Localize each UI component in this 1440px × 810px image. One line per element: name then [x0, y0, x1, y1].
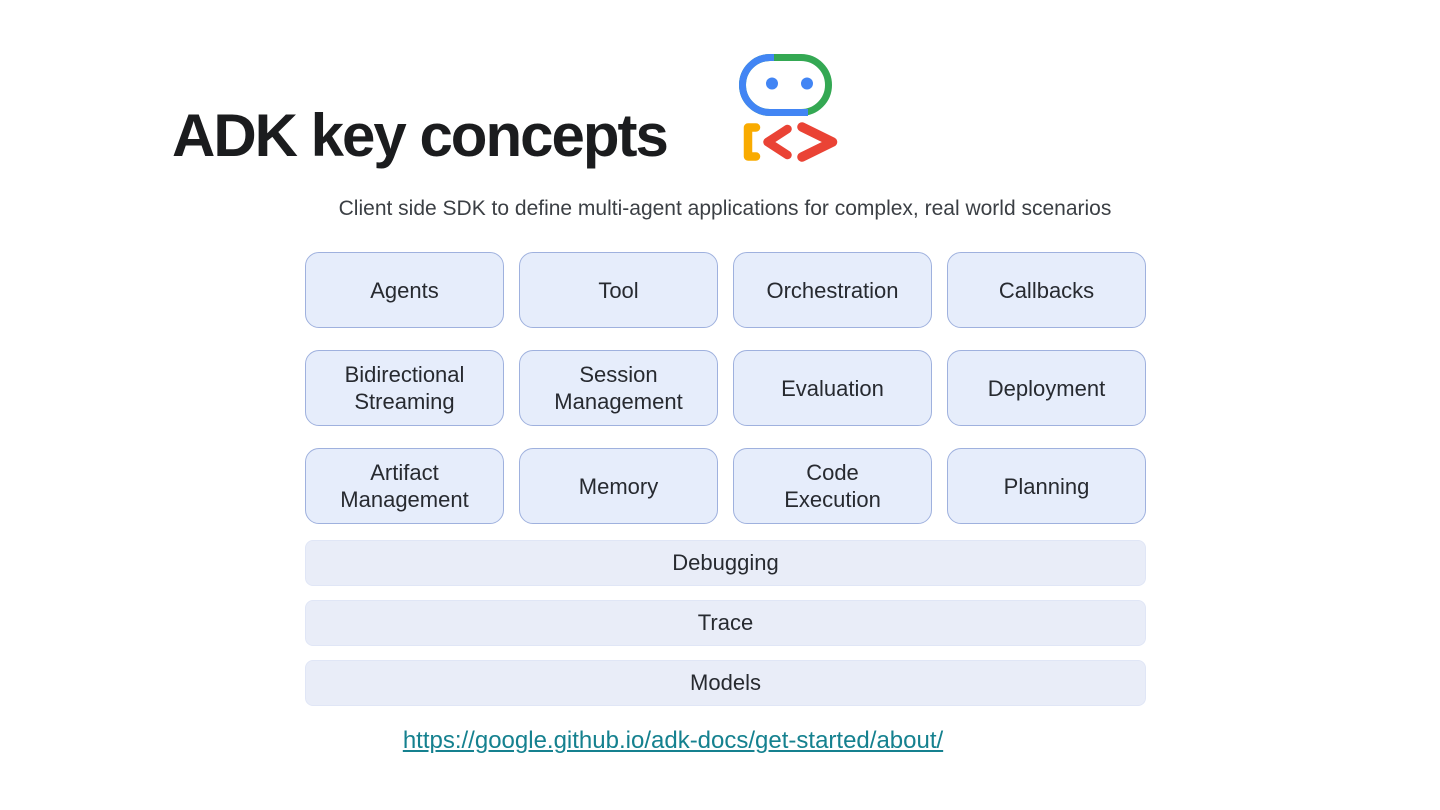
concept-label: Trace [697, 610, 754, 635]
concept-box-bidirectional-streaming: Bidirectional Streaming [305, 350, 504, 426]
concept-box-evaluation: Evaluation [733, 350, 932, 426]
concept-label: Agents [370, 277, 439, 303]
concept-label: Tool [598, 277, 639, 303]
concept-box-agents: Agents [305, 252, 504, 328]
concept-bar-models: Models [305, 660, 1146, 706]
docs-link[interactable]: https://google.github.io/adk-docs/get-st… [402, 727, 944, 754]
concept-label: Callbacks [998, 277, 1095, 303]
concept-bar-debugging: Debugging [305, 540, 1146, 586]
footer: https://google.github.io/adk-docs/get-st… [273, 727, 1073, 755]
concepts-bars: Debugging Trace Models [305, 540, 1146, 706]
concept-box-callbacks: Callbacks [947, 252, 1146, 328]
logo-left-eye [766, 77, 778, 90]
concept-bar-trace: Trace [305, 600, 1146, 646]
concept-box-orchestration: Orchestration [733, 252, 932, 328]
concept-label: Bidirectional Streaming [344, 362, 465, 414]
concept-box-tool: Tool [519, 252, 718, 328]
logo-chevron-left-icon [763, 124, 792, 160]
concept-label: Code Execution [784, 460, 881, 512]
concept-label: Artifact Management [340, 460, 469, 512]
concept-box-code-execution: Code Execution [733, 448, 932, 524]
concept-box-artifact-management: Artifact Management [305, 448, 504, 524]
concept-box-memory: Memory [519, 448, 718, 524]
slide-subtitle: Client side SDK to define multi-agent ap… [338, 197, 1112, 220]
logo-head-blue-arc [739, 54, 808, 116]
concepts-grid: Agents Tool Orchestration Callbacks Bidi… [305, 252, 1146, 524]
concept-label: Deployment [987, 375, 1106, 401]
logo-right-eye [801, 77, 813, 90]
concept-box-deployment: Deployment [947, 350, 1146, 426]
concept-box-session-management: Session Management [519, 350, 718, 426]
logo-bracket-icon [743, 123, 761, 161]
concept-label: Evaluation [781, 375, 884, 401]
adk-robot-logo-icon [739, 54, 838, 162]
page-title: ADK key concepts [172, 102, 669, 169]
concept-box-planning: Planning [947, 448, 1146, 524]
concept-label: Debugging [672, 550, 779, 575]
logo-chevron-right-icon [797, 122, 838, 162]
concept-label: Models [690, 670, 761, 695]
concept-label: Orchestration [766, 277, 899, 303]
concept-label: Planning [1003, 473, 1090, 499]
concept-label: Memory [578, 473, 659, 499]
concept-label: Session Management [554, 362, 683, 414]
